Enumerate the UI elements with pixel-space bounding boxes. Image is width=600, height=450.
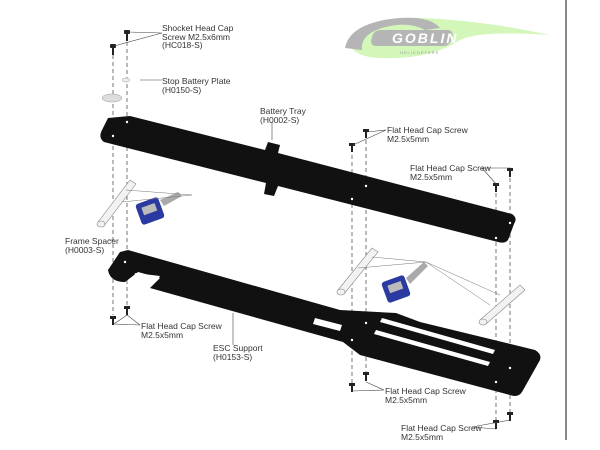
flat-screw-icon (363, 129, 369, 138)
label-line: Flat Head Cap Screw (385, 386, 466, 396)
frame-spacers (96, 179, 526, 326)
label-line: M2.5x5mm (385, 394, 428, 405)
flat-screw-icon (507, 412, 513, 421)
label-leader-lines (108, 31, 511, 430)
label-line: Stop Battery Plate (162, 76, 231, 86)
label-line: (H0153-S) (213, 351, 253, 362)
flat-screw-icon (507, 168, 513, 177)
label-line: M2.5x5mm (141, 329, 184, 340)
socket-screw-icon (110, 44, 116, 55)
flat-screw-icon (493, 420, 499, 429)
goblin-logo (345, 17, 550, 59)
stop-battery-plate (101, 77, 131, 103)
label-stop-battery-plate: Stop Battery Plate (H0150-S) (162, 77, 231, 94)
threadlock-bottle-icon (381, 262, 428, 303)
flat-screw-icon (110, 316, 116, 325)
socket-screw-icon (124, 30, 130, 41)
esc-slots (123, 260, 512, 384)
label-flat-screw-2: Flat Head Cap Screw M2.5x5mm (410, 164, 491, 181)
label-line: M2.5x5mm (387, 133, 430, 144)
label-socket-screw: Shocket Head Cap Screw M2.5x6mm (HC018-S… (162, 24, 233, 50)
label-line: M2.5x5mm (410, 171, 453, 182)
label-battery-tray: Battery Tray (H0002-S) (260, 107, 306, 124)
label-line: ESC Support (213, 343, 263, 353)
flat-screw-icon (493, 183, 499, 192)
label-flat-screw-1: Flat Head Cap Screw M2.5x5mm (387, 126, 468, 143)
label-line: Flat Head Cap Screw (141, 321, 222, 331)
threadlock-leader-lines (121, 189, 501, 306)
label-line: (H0002-S) (260, 114, 300, 125)
label-flat-screw-5: Flat Head Cap Screw M2.5x5mm (401, 424, 482, 441)
label-line: Shocket Head Cap (162, 23, 234, 33)
label-esc-support: ESC Support (H0153-S) (213, 344, 263, 361)
label-line: Flat Head Cap Screw (401, 423, 482, 433)
label-line: Frame Spacer (65, 236, 119, 246)
label-line: Screw M2.5x6mm (162, 31, 231, 42)
battery-tray-plate (100, 116, 516, 243)
logo-brand: GOBLIN (392, 30, 459, 46)
label-line: (HC018-S) (162, 40, 203, 50)
label-line: Flat Head Cap Screw (410, 163, 491, 173)
label-line: (H0150-S) (162, 84, 202, 95)
label-line: (H0003-S) (65, 244, 105, 255)
label-flat-screw-4: Flat Head Cap Screw M2.5x5mm (385, 387, 466, 404)
flat-screw-icon (363, 372, 369, 381)
label-line: M2.5x5mm (401, 431, 444, 442)
threadlock-bottle-icon (135, 192, 182, 225)
screws (110, 30, 513, 429)
flat-screw-icon (124, 306, 130, 315)
logo-sub: HELICOPTERS (400, 50, 440, 55)
tray-holes (111, 120, 512, 240)
flat-screw-icon (349, 143, 355, 152)
label-line: Flat Head Cap Screw (387, 125, 468, 135)
flat-screw-icon (349, 383, 355, 392)
label-flat-screw-3: Flat Head Cap Screw M2.5x5mm (141, 322, 222, 339)
label-frame-spacer: Frame Spacer (H0003-S) (65, 237, 119, 254)
label-line: Battery Tray (260, 106, 306, 116)
